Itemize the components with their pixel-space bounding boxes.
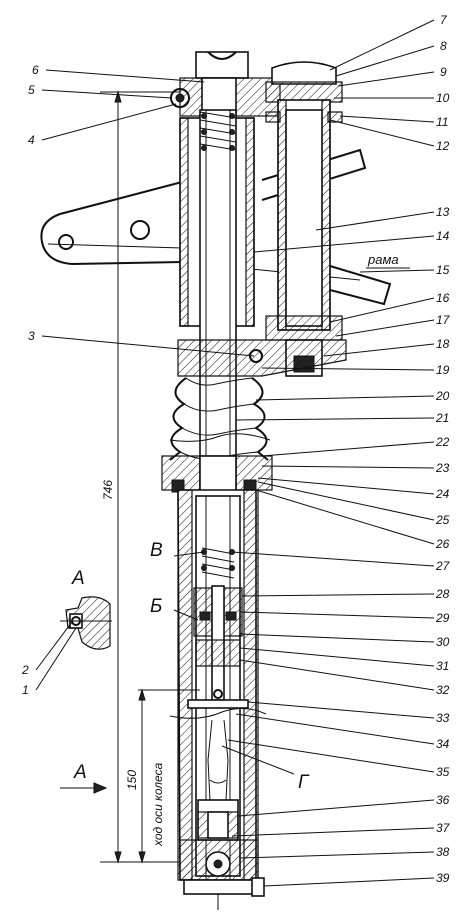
callout-29: 29	[435, 611, 450, 625]
steering-clamp-top	[170, 51, 281, 117]
callout-17: 17	[436, 313, 451, 327]
callout-36: 36	[436, 793, 450, 807]
callout-10: 10	[436, 91, 450, 105]
callout-8: 8	[440, 39, 447, 53]
detail-letter-v: В	[150, 540, 163, 561]
callout-2: 2	[21, 663, 29, 677]
view-arrow-a	[60, 782, 108, 794]
view-arrow-a-letter: А	[73, 762, 87, 783]
callout-39: 39	[436, 871, 450, 885]
callout-24: 24	[435, 487, 450, 501]
detail-letter-b: Б	[150, 596, 162, 617]
callout-22: 22	[435, 435, 450, 449]
callout-6: 6	[32, 63, 39, 77]
callout-34: 34	[436, 737, 450, 751]
callout-37: 37	[436, 821, 451, 835]
callout-25: 25	[435, 513, 450, 527]
dimension-travel-caption: ход оси колеса	[151, 762, 165, 847]
callout-13: 13	[436, 205, 450, 219]
callout-numbers-left: 6 5 4 3 2 1	[21, 63, 39, 697]
callout-5: 5	[28, 83, 35, 97]
callout-28: 28	[435, 587, 450, 601]
damper-valve	[187, 585, 249, 709]
section-a-title: А	[71, 568, 85, 589]
axle-clamp	[179, 839, 265, 910]
callout-31: 31	[436, 659, 449, 673]
steering-head-tube	[265, 61, 343, 377]
callout-4: 4	[28, 133, 35, 147]
callout-7: 7	[440, 13, 448, 27]
callout-35: 35	[436, 765, 450, 779]
callout-18: 18	[436, 337, 450, 351]
callout-23: 23	[435, 461, 450, 475]
callout-21: 21	[435, 411, 449, 425]
leader-lines-left	[35, 69, 295, 775]
dimension-travel	[138, 688, 200, 864]
callout-38: 38	[436, 845, 450, 859]
callout-27: 27	[435, 559, 451, 573]
callout-12: 12	[436, 139, 450, 153]
callout-26: 26	[435, 537, 450, 551]
dimension-travel-value: 150	[125, 770, 139, 790]
callout-3: 3	[28, 329, 35, 343]
callout-19: 19	[436, 363, 450, 377]
dimension-total-value: 746	[101, 480, 115, 500]
bellows-boot	[169, 377, 269, 461]
callout-9: 9	[440, 65, 447, 79]
dimension-total	[100, 90, 180, 864]
callout-30: 30	[436, 635, 450, 649]
callout-numbers-right: 7 8 9 10 11 12 13 14 15 16 17 18 19 20 2…	[435, 13, 451, 885]
callout-14: 14	[436, 229, 450, 243]
break-lines	[169, 433, 271, 719]
callout-1: 1	[22, 683, 29, 697]
detail-letter-g: Г	[298, 772, 310, 793]
callout-33: 33	[436, 711, 450, 725]
callout-32: 32	[436, 683, 450, 697]
upper-spring	[199, 111, 237, 151]
frame-label-group: рама	[366, 252, 410, 269]
callout-20: 20	[435, 389, 450, 403]
callout-16: 16	[436, 291, 450, 305]
leader-lines-right	[227, 19, 435, 887]
section-view-a	[60, 596, 112, 650]
damper-rod	[197, 719, 239, 841]
callout-15: 15	[436, 263, 450, 277]
callout-11: 11	[436, 115, 448, 129]
frame-label: рама	[367, 252, 399, 267]
